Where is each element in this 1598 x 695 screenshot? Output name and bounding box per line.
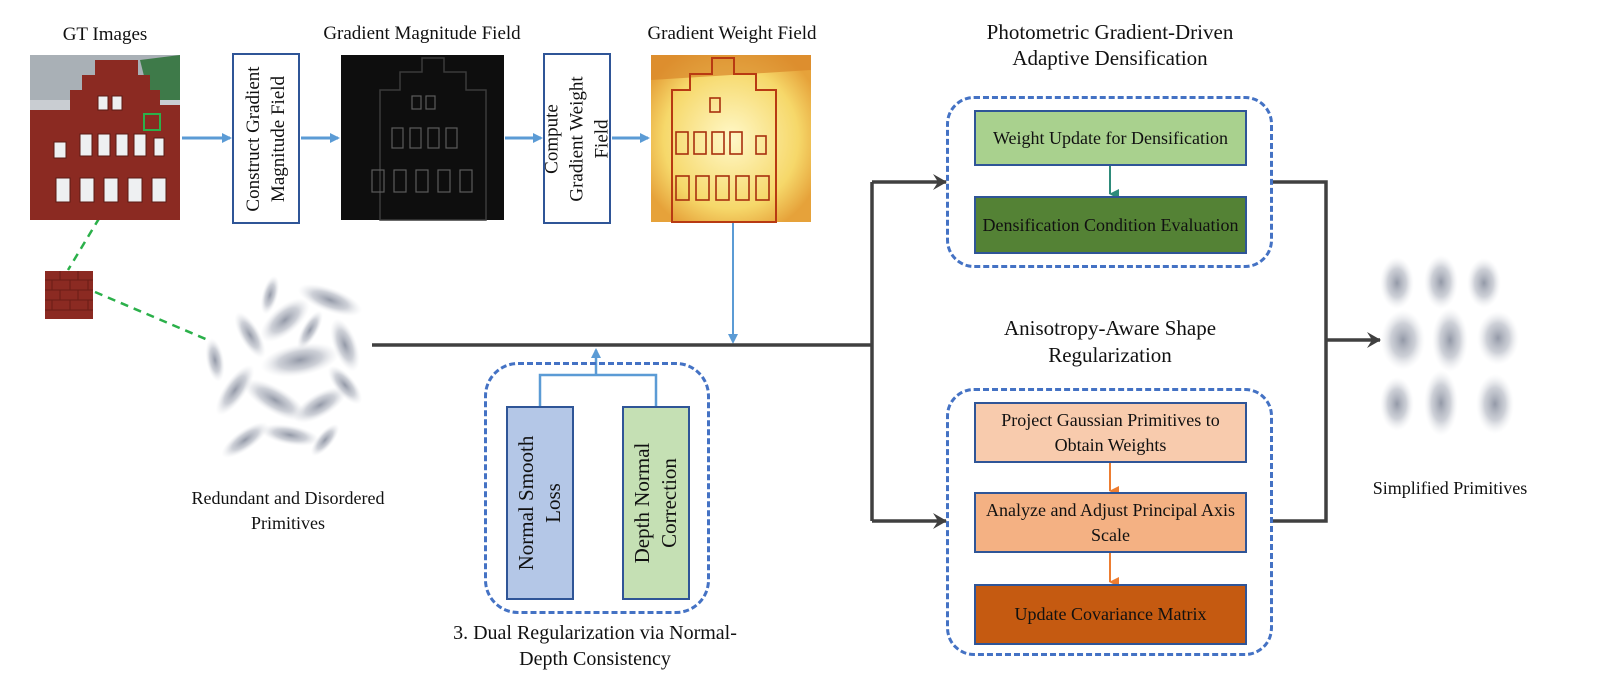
update-covariance-box: Update Covariance Matrix [974,584,1247,645]
densification-group [946,96,1273,268]
depth-normal-box: Depth Normal Correction [622,406,690,600]
normal-smooth-box: Normal Smooth Loss [506,406,574,600]
dual-reg-label: 3. Dual Regularization via Normal-Depth … [453,622,737,670]
project-primitives-box: Project Gaussian Primitives to Obtain We… [974,402,1247,463]
compute-weight-box: Compute Gradient Weight Field [542,53,613,224]
depth-normal-text: Depth Normal Correction [630,442,681,564]
gt-image [30,55,180,220]
analyze-axis-box: Analyze and Adjust Principal Axis Scale [974,492,1247,553]
anisotropy-title: Anisotropy-Aware Shape Regularization [1003,316,1217,367]
redundant-label: Redundant and Disordered Primitives [191,488,385,533]
gradient-magnitude-label: Gradient Magnitude Field [323,23,521,44]
zoom-line-2 [94,290,209,342]
weight-update-box: Weight Update for Densification [974,110,1247,166]
simplified-label: Simplified Primitives [1372,478,1528,498]
photometric-title: Photometric Gradient-Driven Adaptive Den… [986,20,1234,70]
shape-reg-group [946,388,1273,656]
condition-eval-box: Densification Condition Evaluation [974,196,1247,254]
compute-weight-text: Compute Gradient Weight Field [541,75,613,202]
redundant-primitives-cluster [205,275,363,459]
construct-gradient-text: Construct Gradient Magnitude Field [243,65,289,212]
brick-patch [45,271,93,319]
normal-smooth-text: Normal Smooth Loss [514,435,565,571]
gradient-weight-image [651,55,811,223]
zoom-line-1 [66,133,152,271]
gt-images-label: GT Images [62,24,148,45]
gradient-weight-label: Gradient Weight Field [647,23,817,44]
gradient-magnitude-image [341,55,504,221]
construct-gradient-box: Construct Gradient Magnitude Field [232,53,300,224]
dual-reg-group [484,362,710,614]
merge-connector [1272,180,1328,523]
simplified-primitives-grid [1380,255,1519,436]
